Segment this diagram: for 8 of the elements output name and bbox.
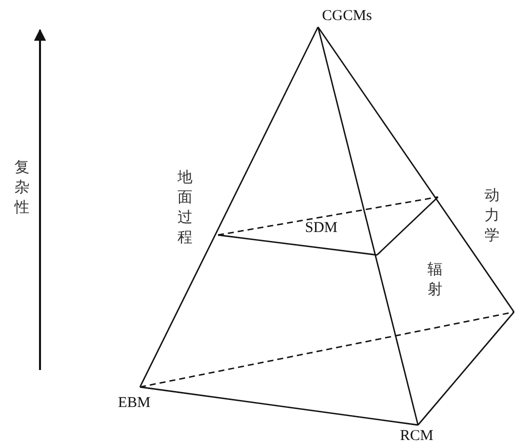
face-label: 辐射 [427, 261, 443, 300]
vertex-label: RCM [400, 429, 434, 444]
face-label: 动力学 [484, 187, 500, 246]
vertex-label: EBM [118, 396, 151, 411]
vertex-label: CGCMs [322, 9, 372, 24]
section-label: SDM [305, 221, 338, 236]
face-label: 地面过程 [177, 168, 193, 248]
axis-label: 复杂性 [14, 159, 30, 218]
